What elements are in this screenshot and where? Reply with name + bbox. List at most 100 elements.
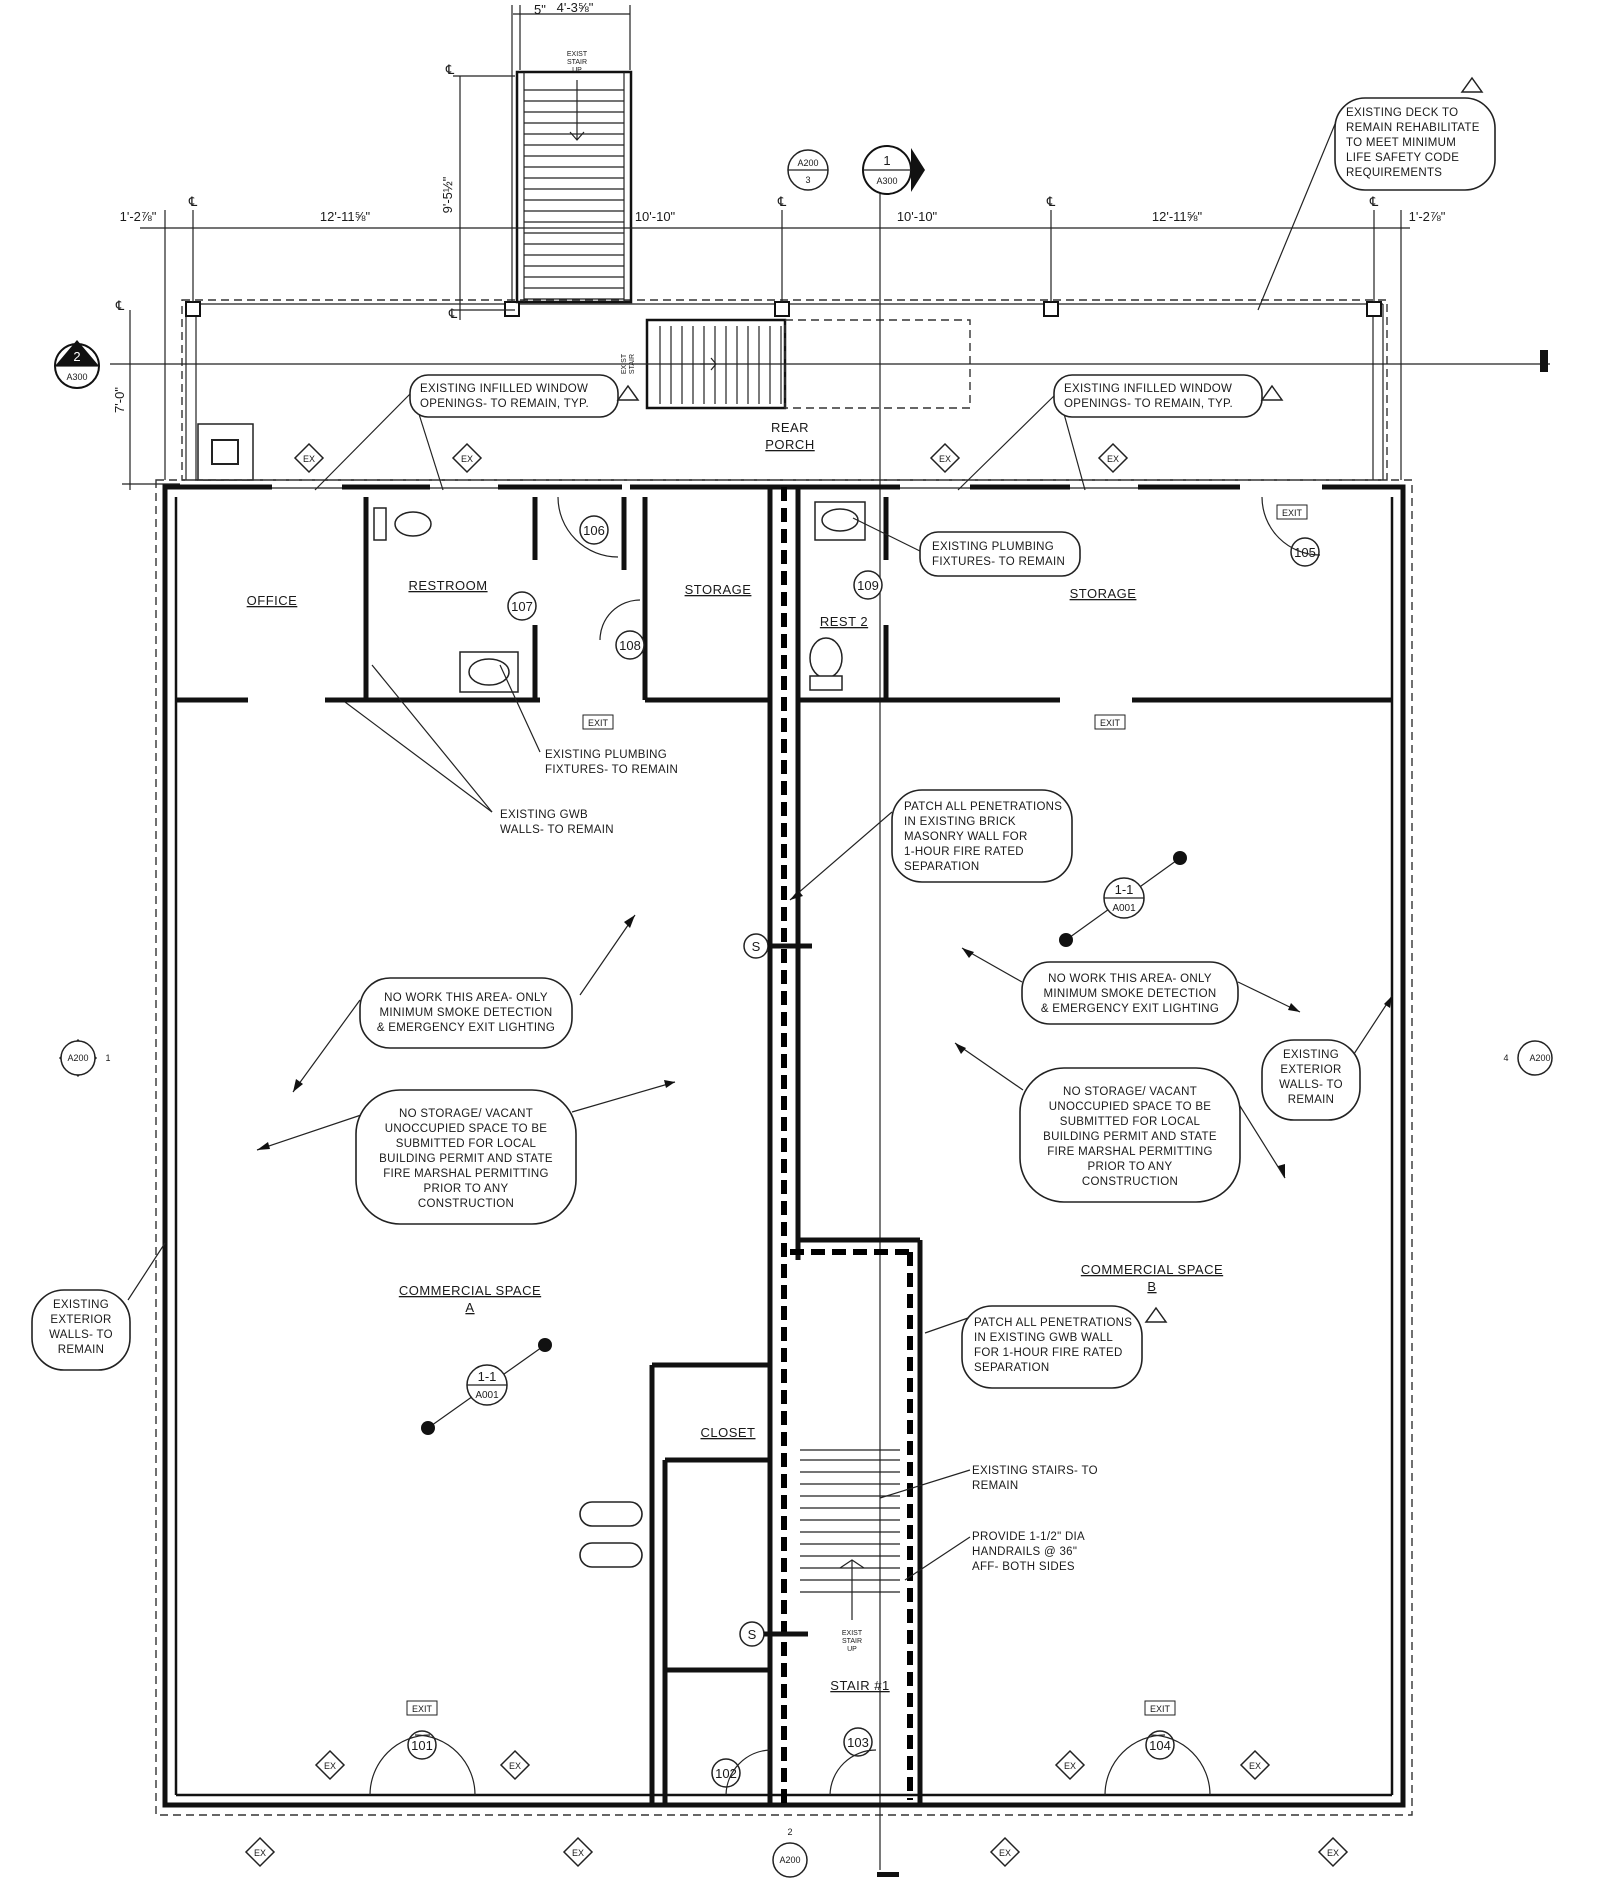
note-plumbing-right: EXISTING PLUMBING FIXTURES- TO REMAIN	[919, 531, 1081, 577]
door-swing	[414, 1734, 476, 1796]
dim-top-5: 5"	[534, 2, 546, 17]
door-swing	[829, 1749, 877, 1796]
door-107[interactable]: 107	[507, 591, 537, 621]
elevation-mark-left: A200 1	[58, 1038, 111, 1078]
exit-signs: EXIT EXIT EXIT EXIT EXIT	[406, 504, 1308, 1716]
note-ext-right-line-4: REMAIN	[1288, 1094, 1335, 1106]
note-no-storage-b-line-1: NO STORAGE/ VACANT	[1063, 1086, 1197, 1098]
ex-tag-11: EX	[989, 1836, 1021, 1868]
cl-mark-5: ℄	[445, 62, 455, 77]
note-no-storage-b-line-4: BUILDING PERMIT AND STATE	[1043, 1131, 1217, 1143]
elevation-mark-right: A200 4	[1503, 1040, 1553, 1076]
exit-sign-104: EXIT	[1150, 1704, 1171, 1714]
note-ext-left-line-3: WALLS- TO	[49, 1329, 113, 1341]
door-108[interactable]: 108	[615, 630, 645, 660]
note-no-storage-a-line-6: PRIOR TO ANY	[424, 1183, 509, 1195]
note-patch-gwb-line-4: SEPARATION	[974, 1362, 1049, 1374]
note-patch-gwb-line-1: PATCH ALL PENETRATIONS	[974, 1317, 1132, 1329]
note-ext-left-line-2: EXTERIOR	[50, 1314, 111, 1326]
room-labels: OFFICE RESTROOM STORAGE REST 2 STORAGE R…	[247, 420, 1223, 1693]
cl-mark-2: ℄	[777, 194, 787, 209]
detail-a-num: 1-1	[478, 1369, 497, 1384]
door-103[interactable]: 103	[843, 1727, 873, 1757]
note-stairs-line-2: REMAIN	[972, 1480, 1019, 1492]
elev-top-sheet: A200	[797, 158, 818, 168]
dim-bay-2: 10'-10"	[635, 209, 676, 224]
note-patch-gwb-line-2: IN EXISTING GWB WALL	[974, 1332, 1113, 1344]
door-109[interactable]: 109	[853, 570, 883, 600]
elevation-mark-top: A200 3	[787, 149, 829, 191]
elev-top-num: 3	[805, 175, 810, 185]
door-swing	[1104, 1734, 1166, 1796]
note-deck: EXISTING DECK TO REMAIN REHABILITATE TO …	[1334, 97, 1496, 191]
door-tag-101: 101	[411, 1738, 433, 1753]
room-commercial-a-letter: A	[465, 1300, 474, 1315]
ex-tag-2: EX	[451, 442, 483, 474]
note-patch-masonry-line-1: PATCH ALL PENETRATIONS	[904, 801, 1062, 813]
stair-top-label-1: EXIST	[567, 51, 588, 58]
section-2-num: 2	[73, 349, 80, 364]
ex-tag-4: EX	[1097, 442, 1129, 474]
ex-tag-label: EX	[572, 1848, 584, 1858]
exterior-stair-top: EXIST STAIR UP	[515, 51, 633, 304]
door-105[interactable]: 105	[1290, 537, 1320, 567]
door-104[interactable]: 104	[1145, 1730, 1175, 1760]
elev-bottom-num: 2	[787, 1827, 792, 1837]
room-commercial-b-letter: B	[1147, 1279, 1156, 1294]
section-mark-2: 2 A300	[54, 340, 100, 389]
dim-bay-4: 12'-11⅝"	[1152, 209, 1203, 224]
ex-tag-label: EX	[509, 1761, 521, 1771]
note-no-work-b-line-2: MINIMUM SMOKE DETECTION	[1043, 988, 1216, 1000]
note-no-work-a-line-1: NO WORK THIS AREA- ONLY	[384, 992, 548, 1004]
cl-mark-3: ℄	[1046, 194, 1056, 209]
detail-a-sheet: A001	[475, 1390, 499, 1401]
dim-bay-3: 10'-10"	[897, 209, 938, 224]
note-no-storage-b-line-6: PRIOR TO ANY	[1088, 1161, 1173, 1173]
note-deck-line-2: REMAIN REHABILITATE	[1346, 122, 1480, 134]
note-stairs: EXISTING STAIRS- TO REMAIN	[972, 1465, 1098, 1492]
door-102[interactable]: 102	[711, 1758, 741, 1788]
ex-tag-10: EX	[562, 1836, 594, 1868]
exit-sign-105: EXIT	[1282, 508, 1303, 518]
room-restroom: RESTROOM	[408, 578, 487, 593]
note-no-work-b-line-1: NO WORK THIS AREA- ONLY	[1048, 973, 1212, 985]
detail-b-num: 1-1	[1115, 882, 1134, 897]
dimension-lines: 5" 4'-3⅝" 1'-2⅞" 12'-11⅝" 10'-10" 10'-10…	[112, 0, 1446, 490]
note-plumbing-right-line-1: EXISTING PLUMBING	[932, 541, 1054, 553]
note-deck-line-4: LIFE SAFETY CODE	[1346, 152, 1459, 164]
dim-porch-depth: 7'-0"	[112, 387, 127, 413]
door-101[interactable]: 101	[407, 1730, 437, 1760]
note-handrails-line-2: HANDRAILS @ 36"	[972, 1546, 1077, 1558]
ex-tag-5: EX	[314, 1749, 346, 1781]
ex-tag-label: EX	[324, 1761, 336, 1771]
note-ext-right-line-1: EXISTING	[1283, 1049, 1339, 1061]
room-office: OFFICE	[247, 593, 298, 608]
note-no-storage-a-line-1: NO STORAGE/ VACANT	[399, 1108, 533, 1120]
elev-left-sheet: A200	[67, 1053, 88, 1063]
door-106[interactable]: 106	[579, 515, 609, 545]
note-window-left: EXISTING INFILLED WINDOW OPENINGS- TO RE…	[409, 374, 619, 418]
section-1-num: 1	[883, 153, 890, 168]
room-commercial-a: COMMERCIAL SPACE	[399, 1283, 541, 1298]
note-patch-masonry-line-2: IN EXISTING BRICK	[904, 816, 1016, 828]
door-tag-104: 104	[1149, 1738, 1171, 1753]
plumbing-fixtures	[373, 501, 866, 693]
detail-mark-b: 1-1 A001	[1059, 851, 1187, 947]
cl-mark-6: ℄	[448, 306, 458, 321]
smoke-tag-2: S	[748, 1627, 757, 1642]
door-tag-106: 106	[583, 523, 605, 538]
ex-tag-label: EX	[461, 454, 473, 464]
note-no-storage-b: NO STORAGE/ VACANT UNOCCUPIED SPACE TO B…	[1019, 1067, 1241, 1203]
note-gwb-walls-line-2: WALLS- TO REMAIN	[500, 824, 614, 836]
ex-tag-label: EX	[303, 454, 315, 464]
dim-right-end: 1'-2⅞"	[1409, 209, 1446, 224]
stair-top-label-3: UP	[572, 67, 582, 74]
elevation-mark-bottom: A200 2	[772, 1827, 899, 1878]
note-no-work-a-line-3: & EMERGENCY EXIT LIGHTING	[377, 1022, 555, 1034]
cl-mark-7: ℄	[115, 298, 125, 313]
elev-left-num: 1	[105, 1053, 110, 1063]
smoke-tags: S S	[739, 933, 812, 1647]
note-window-right: EXISTING INFILLED WINDOW OPENINGS- TO RE…	[1053, 374, 1263, 418]
notes: EXISTING DECK TO REMAIN REHABILITATE TO …	[31, 97, 1496, 1573]
